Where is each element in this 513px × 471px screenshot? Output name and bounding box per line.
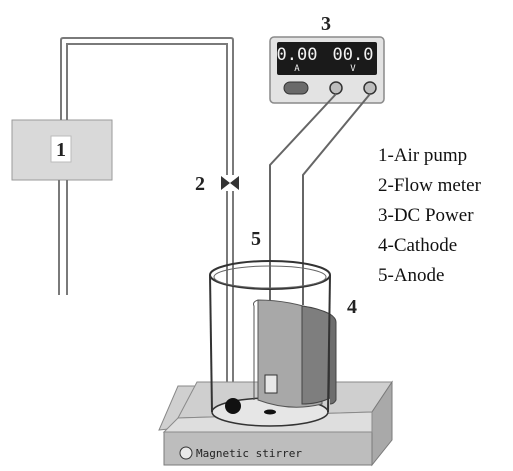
- voltage-readout: 00.0: [333, 45, 374, 65]
- beaker-rim: [209, 260, 331, 290]
- voltage-unit: V: [350, 64, 356, 74]
- legend-item: 3-DC Power: [378, 205, 474, 226]
- air-pump-label-box: [50, 135, 72, 163]
- flow-meter-number: 2: [195, 173, 205, 195]
- dc-power-display: [277, 42, 377, 75]
- air-pump: 1: [11, 119, 113, 295]
- legend-item: 2-Flow meter: [378, 175, 482, 196]
- beaker-rim-inner: [213, 265, 327, 289]
- legend-item: 5-Anode: [378, 265, 444, 286]
- terminal-negative: [329, 81, 343, 95]
- dc-power-number: 3: [321, 13, 331, 35]
- terminal-positive: [363, 81, 377, 95]
- air-pump-number: 1: [56, 139, 66, 161]
- anode-plate: [264, 374, 278, 394]
- anode-number: 5: [251, 228, 261, 250]
- power-switch: [283, 81, 309, 95]
- legend-item: 1-Air pump: [378, 145, 467, 166]
- stirrer-knob-icon: [179, 446, 193, 460]
- cathode-number: 4: [347, 296, 357, 318]
- flow-meter: 2: [195, 173, 239, 195]
- stir-bar: [264, 409, 276, 415]
- flow-meter-valve-left: [221, 176, 230, 190]
- legend-item: 4-Cathode: [378, 235, 457, 256]
- air-tube: [60, 37, 234, 395]
- flow-meter-valve-right: [230, 176, 239, 190]
- beaker: [209, 260, 337, 427]
- beaker-wall-right: [327, 274, 331, 413]
- stirrer-side: [371, 380, 393, 467]
- current-readout: 0.00: [277, 45, 318, 65]
- dc-power-supply: 3 0.00 00.0 A V: [269, 13, 385, 104]
- beaker-wall-left: [209, 274, 213, 413]
- current-unit: A: [294, 64, 300, 74]
- air-diffuser: [225, 398, 241, 414]
- legend: 1-Air pump 2-Flow meter 3-DC Power 4-Cat…: [378, 145, 482, 286]
- stirrer-label: Magnetic stirrer: [196, 447, 302, 460]
